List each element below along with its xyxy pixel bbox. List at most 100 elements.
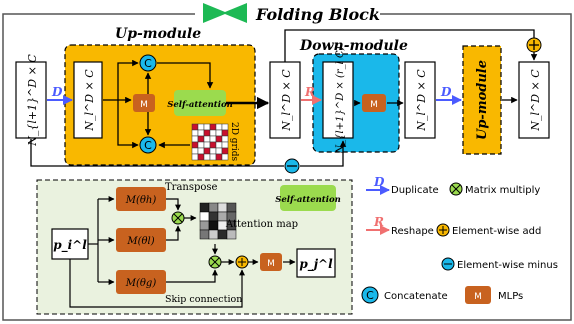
svg-text:p_i^l: p_i^l xyxy=(53,238,87,253)
concatenate-top-icon: C xyxy=(139,54,157,72)
grid-cell xyxy=(215,141,223,149)
grid-cell xyxy=(203,123,211,131)
svg-text:M: M xyxy=(370,100,378,110)
svg-text:M(θh): M(θh) xyxy=(125,195,157,206)
grid-cell xyxy=(203,153,211,161)
legend: D Duplicate Matrix multiply R Reshape El… xyxy=(361,175,558,304)
svg-text:N_{l+1}^D × C: N_{l+1}^D × C xyxy=(26,54,39,147)
legend-element-add: Element-wise add xyxy=(436,223,541,237)
tensor-after-down: N_l^D × C xyxy=(404,61,436,139)
svg-text:C: C xyxy=(144,139,152,152)
tensor-down-reshape: N_{l+1}^D × (r_l C) xyxy=(322,46,354,155)
grid-cell xyxy=(215,147,223,155)
matrix-multiply-bottom-icon xyxy=(208,255,222,269)
skip-connection-label: Skip connection xyxy=(165,294,242,305)
legend-reshape: R Reshape xyxy=(366,215,434,237)
grid-cell xyxy=(203,147,211,155)
diagram-title: Folding Block xyxy=(255,5,380,24)
legend-element-add-text: Element-wise add xyxy=(452,226,541,237)
legend-concatenate-text: Concatenate xyxy=(384,291,448,302)
tensor-input: N_{l+1}^D × C xyxy=(15,54,47,147)
grid-cell xyxy=(209,147,217,155)
grid-cell xyxy=(209,153,217,161)
up-module-repeat xyxy=(462,45,502,155)
svg-text:C: C xyxy=(144,57,152,70)
element-minus-icon xyxy=(284,158,300,174)
legend-duplicate: D Duplicate xyxy=(366,175,439,196)
up-module-title: Up-module xyxy=(115,26,201,42)
grid-cell xyxy=(215,153,223,161)
svg-text:D: D xyxy=(373,175,385,189)
grid-cell xyxy=(203,141,211,149)
svg-text:M: M xyxy=(474,292,482,302)
grid-cell xyxy=(221,123,229,131)
attention-cell xyxy=(226,229,237,240)
svg-text:M: M xyxy=(140,100,148,110)
grid-label: 2D grids xyxy=(229,122,239,162)
grid-cell xyxy=(209,141,217,149)
bow-tie-icon xyxy=(203,3,247,23)
grid-cell xyxy=(209,123,217,131)
m-theta-g-block: M(θg) xyxy=(116,270,166,294)
tensor-output: N_l^D × C xyxy=(518,61,550,139)
down-module-title: Down-module xyxy=(299,38,408,54)
legend-matrix-multiply: Matrix multiply xyxy=(449,182,540,196)
legend-element-minus-text: Element-wise minus xyxy=(457,260,558,271)
duplicate-label-2: D xyxy=(440,85,452,99)
self-attention-detail-label: Self-attention xyxy=(275,185,341,211)
svg-text:Self-attention: Self-attention xyxy=(275,195,341,205)
element-add-detail-icon xyxy=(235,255,249,269)
matrix-multiply-top-icon xyxy=(171,211,185,225)
grid-cell xyxy=(209,135,217,143)
grid-cell xyxy=(191,141,199,149)
mlp-block-up: M xyxy=(133,94,155,112)
grid-cell xyxy=(215,129,223,137)
legend-mlps: M MLPs xyxy=(465,286,523,304)
svg-text:N_l^D × C: N_l^D × C xyxy=(529,69,542,132)
grid-cell xyxy=(215,135,223,143)
grid-cell xyxy=(221,129,229,137)
svg-text:N_l^D × C: N_l^D × C xyxy=(280,69,293,132)
m-theta-h-block: M(θh) xyxy=(116,187,166,211)
tensor-down-in: N_l^D × C xyxy=(269,61,301,139)
tensor-up-in: N_l^D × C xyxy=(73,61,103,139)
attention-cell xyxy=(208,211,219,222)
attention-cell xyxy=(217,229,228,240)
grid-cell xyxy=(191,129,199,137)
grid-cell xyxy=(221,135,229,143)
svg-text:N_{l+1}^D × (r_l C): N_{l+1}^D × (r_l C) xyxy=(335,46,346,154)
attention-map-text: Attention map xyxy=(225,219,298,230)
grid-cell xyxy=(191,135,199,143)
svg-text:M(θl): M(θl) xyxy=(126,236,154,247)
grid-cell xyxy=(197,153,205,161)
element-add-top-icon xyxy=(526,37,542,53)
connection-lines xyxy=(30,29,538,167)
mlp-block-detail: M xyxy=(260,253,282,271)
attention-cell xyxy=(208,229,219,240)
legend-element-minus: Element-wise minus xyxy=(441,257,558,271)
svg-text:C: C xyxy=(366,289,374,302)
attention-cell xyxy=(226,202,237,213)
attention-map-label: Attention map xyxy=(225,219,298,230)
svg-text:N_l^D × C: N_l^D × C xyxy=(415,69,428,132)
grid-cell xyxy=(191,153,199,161)
svg-text:M(θg): M(θg) xyxy=(125,278,157,289)
grid-cell xyxy=(203,129,211,137)
svg-text:N_l^D × C: N_l^D × C xyxy=(83,69,96,132)
svg-text:p_j^l: p_j^l xyxy=(299,257,333,272)
grid-cell xyxy=(191,123,199,131)
legend-duplicate-text: Duplicate xyxy=(391,185,439,196)
reshape-label-1: R xyxy=(304,85,315,99)
grid-cell xyxy=(197,123,205,131)
legend-reshape-text: Reshape xyxy=(391,226,434,237)
grid-cell xyxy=(197,141,205,149)
grid-cell xyxy=(215,123,223,131)
legend-mlps-text: MLPs xyxy=(498,291,523,302)
legend-concatenate: C Concatenate xyxy=(361,286,448,304)
attention-map-grid xyxy=(199,202,237,240)
up-module-repeat-label: Up-module xyxy=(475,60,490,140)
grid-cell xyxy=(197,129,205,137)
detail-connection-lines xyxy=(69,196,296,308)
attention-cell xyxy=(217,202,228,213)
grid-cell xyxy=(191,147,199,155)
